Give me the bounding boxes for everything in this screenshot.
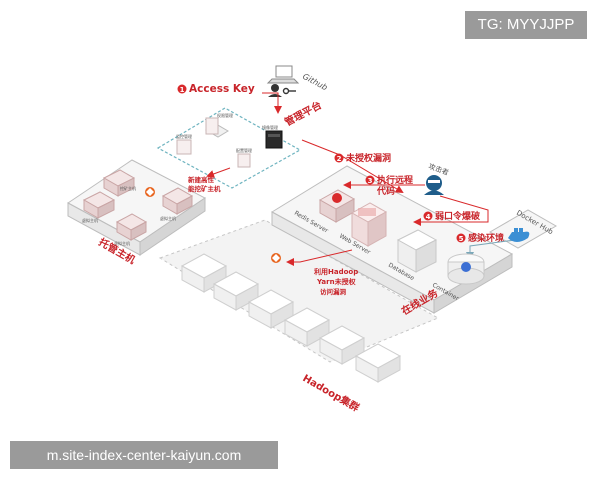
laptop-icon: [266, 65, 300, 84]
step1-badge: 1: [177, 84, 187, 94]
host-label-mining: 挖矿主机: [120, 185, 136, 191]
host-label-virtual-3: 虚拟主机: [114, 240, 130, 246]
key-icon: [282, 87, 296, 95]
miner-icon: [271, 253, 281, 263]
step5-number: 5: [459, 235, 464, 243]
host-label-virtual-2: 虚拟主机: [160, 215, 176, 221]
mgmt-label-image: 镜像管理: [262, 124, 278, 130]
mgmt-item-monitor: [176, 139, 192, 155]
host-label-virtual-1: 虚拟主机: [82, 217, 98, 223]
hadoop-vuln-line3: 访问漏洞: [320, 287, 347, 296]
step2-number: 2: [337, 155, 342, 163]
step1-number: 1: [180, 86, 185, 94]
hadoop-node: [283, 307, 331, 347]
hacker-icon: [424, 175, 444, 195]
host-virtual-3: [115, 213, 148, 241]
mgmt-item-config: [237, 153, 251, 168]
step5-badge: 5: [456, 233, 466, 243]
redis-server: [318, 189, 356, 223]
hadoop-node: [212, 271, 260, 311]
docker-whale-icon: [508, 228, 530, 242]
step3-badge: 3: [365, 175, 375, 185]
hadoop-node: [354, 343, 402, 383]
management-zone: [156, 107, 302, 189]
host-mining: [102, 169, 136, 197]
watermark-bottom: m.site-index-center-kaiyun.com: [10, 441, 278, 469]
kubernetes-icon: [461, 262, 471, 272]
management-zone-label: 管理平台: [282, 98, 323, 128]
watermark-top: TG: MYYJJPP: [465, 11, 587, 39]
hadoop-node: [180, 253, 228, 293]
container: [447, 253, 485, 285]
step4-label: 弱口令爆破: [435, 210, 481, 222]
step4-number: 4: [426, 213, 431, 221]
mgmt-item-image: [265, 130, 283, 149]
github-label: Github: [301, 72, 329, 93]
step1-label: Access Key: [189, 83, 255, 95]
new-host-annotation-line1: 新建高性: [188, 175, 215, 184]
new-host-annotation-line2: 能挖矿主机: [188, 184, 221, 193]
mgmt-item-permission: [205, 117, 229, 138]
hadoop-nodes: [180, 253, 402, 383]
user-icon: [268, 84, 282, 97]
hadoop-node: [247, 289, 295, 329]
step4-badge: 4: [423, 211, 433, 221]
hadoop-vuln-line2: Yarn未授权: [316, 277, 357, 286]
step2-label: 未授权漏洞: [345, 152, 391, 164]
hadoop-zone-label: Hadoop集群: [301, 371, 362, 414]
attacker-label: 攻击者: [427, 161, 450, 177]
mgmt-label-config: 配置管理: [236, 147, 252, 153]
step3-label-line1: 执行远程: [377, 174, 413, 186]
step3-number: 3: [368, 177, 373, 185]
hosting-zone: [67, 159, 206, 256]
mgmt-label-permission: 权限管理: [217, 112, 233, 118]
mgmt-label-monitor: 监控管理: [176, 133, 192, 139]
redis-icon: [332, 193, 342, 203]
miner-icon: [145, 187, 155, 197]
hadoop-node: [318, 325, 366, 365]
step3-label-line2: 代码: [376, 185, 395, 197]
database: [396, 229, 438, 273]
web-server: [350, 202, 388, 247]
step5-label: 感染环境: [468, 232, 504, 244]
hadoop-vuln-line1: 利用Hadoop: [314, 267, 358, 276]
hadoop-zone: [158, 219, 440, 363]
host-virtual-2: [161, 187, 194, 215]
host-virtual-1: [82, 191, 116, 219]
